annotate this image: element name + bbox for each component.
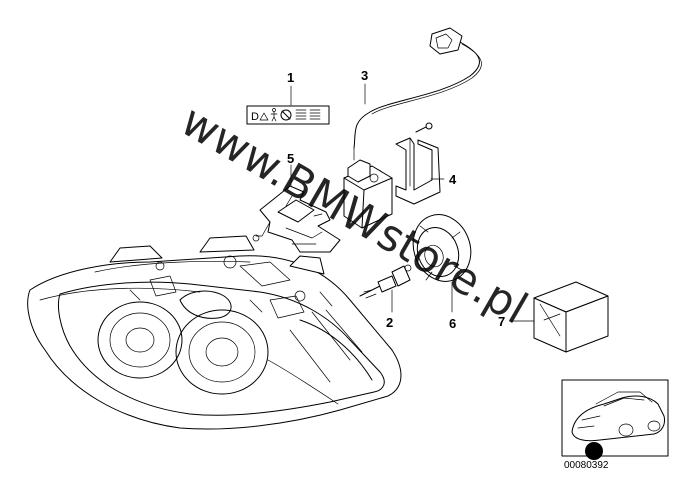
callout-2: 2 [386, 315, 393, 330]
warning-triangle-icon [259, 112, 269, 121]
prohibited-icon [280, 109, 292, 121]
callout-7: 7 [498, 314, 505, 329]
text-lines-icon [295, 109, 321, 120]
callout-1: 1 [287, 70, 294, 85]
callout-6: 6 [449, 316, 456, 331]
part-6-cover-cap [412, 214, 472, 313]
headlight-assembly [27, 235, 402, 430]
callout-5: 5 [287, 151, 294, 166]
part-5-control-module [252, 164, 341, 253]
sticker-glyph: D [251, 111, 259, 123]
part-4-bracket [395, 122, 445, 205]
part-1-label-sticker: D [246, 85, 330, 125]
callout-3: 3 [361, 68, 368, 83]
diagram-code: 00080392 [564, 460, 609, 471]
car-thumbnail: 00080392 [561, 379, 669, 471]
part-2-xenon-bulb [359, 264, 412, 313]
part-3-ignition-unit [343, 27, 482, 229]
cable-connector [429, 27, 463, 55]
person-icon [270, 108, 278, 122]
callouts: 1 2 3 4 5 6 7 [287, 68, 505, 331]
part-7-box [510, 281, 609, 353]
location-marker [585, 442, 603, 460]
callout-4: 4 [449, 172, 457, 187]
